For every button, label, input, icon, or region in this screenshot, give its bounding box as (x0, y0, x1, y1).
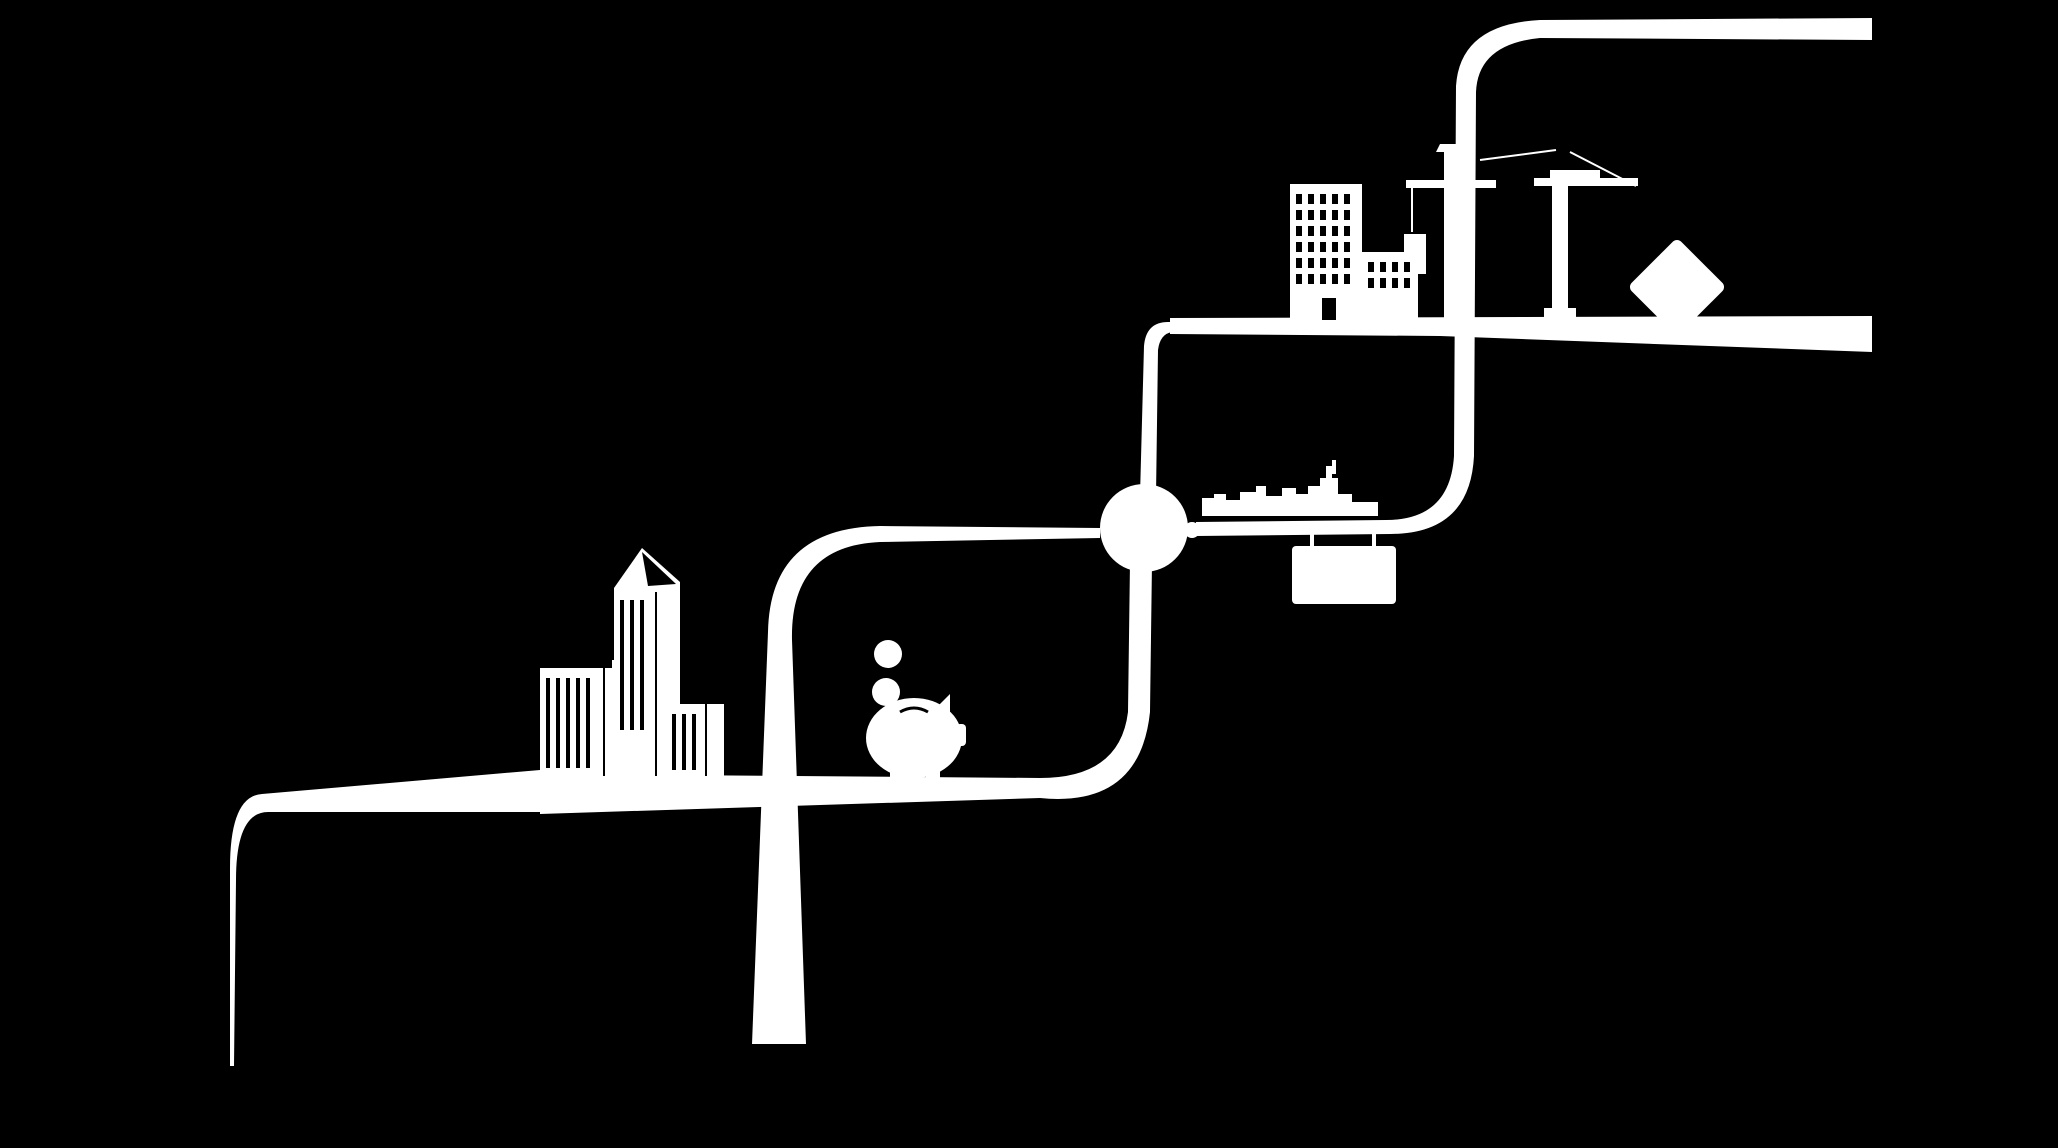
hanging-sign-icon (1292, 532, 1396, 604)
pipe-bottom-main (540, 562, 1152, 814)
junction-valve (1184, 522, 1200, 538)
office-windows (1296, 194, 1410, 320)
distant-skyline-icon (1202, 460, 1378, 516)
pipe-left-riser (230, 770, 540, 1066)
diamond-sign-icon (1629, 239, 1725, 335)
pipe-top-level (1170, 316, 1872, 352)
skyscraper-windows (546, 600, 696, 770)
pipe-network (230, 18, 1872, 1066)
coin-icon (872, 640, 902, 706)
junction-node (1100, 484, 1188, 572)
skyscraper-cluster-icon (540, 548, 724, 776)
construction-crane-icon (1406, 144, 1638, 320)
pipe-tall-vertical (752, 526, 1100, 1044)
piggy-bank-icon (866, 694, 966, 782)
office-building-icon (1290, 184, 1426, 320)
